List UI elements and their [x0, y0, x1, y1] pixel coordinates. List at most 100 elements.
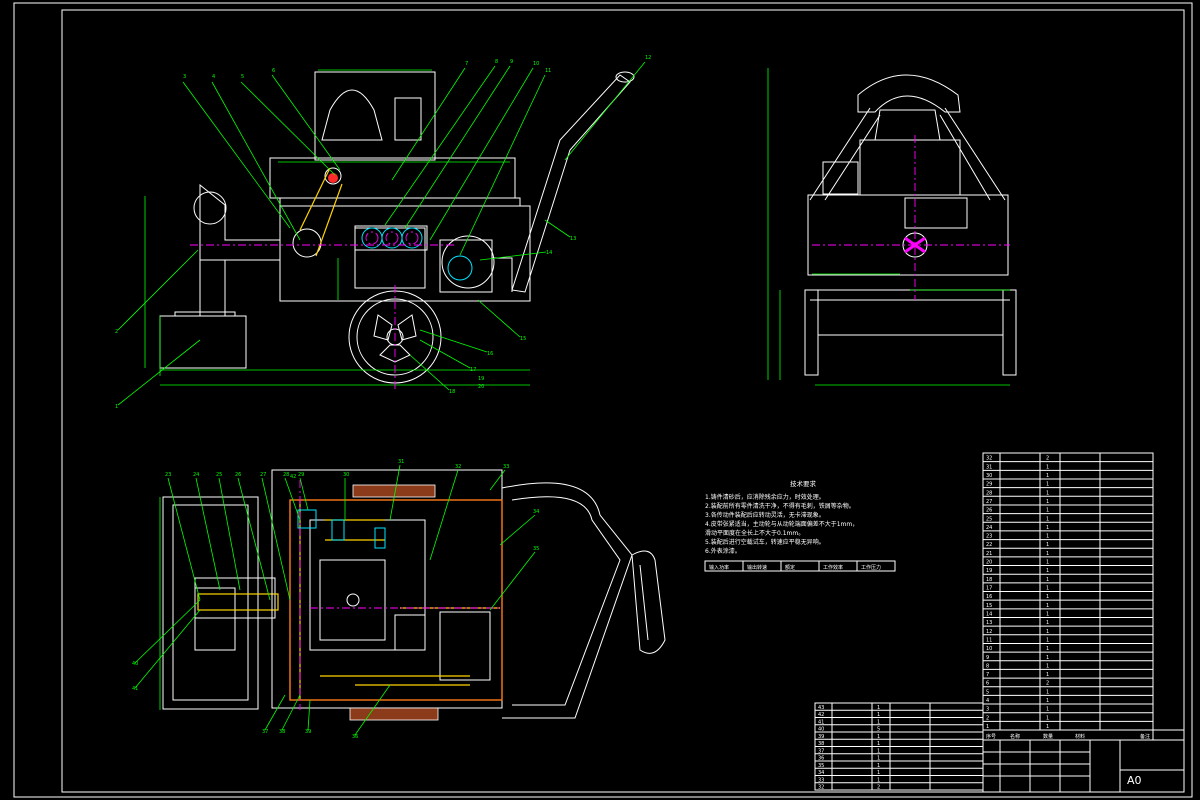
side-balloon-6: 6: [272, 68, 275, 74]
bom-row-no: 4: [986, 698, 989, 704]
side-balloon-13: 13: [570, 236, 576, 242]
bom-row-no: 19: [986, 568, 992, 574]
bom-row-qty: 1: [1046, 629, 1049, 635]
side-balloon-5: 5: [241, 74, 244, 80]
bom-row-no: 30: [986, 473, 992, 479]
top-balloon-33: 33: [503, 464, 509, 470]
bom-row-no: 29: [986, 482, 992, 488]
top-balloon-26: 26: [235, 472, 241, 478]
side-balloon-15: 15: [520, 336, 526, 342]
top-balloon-25: 25: [216, 472, 222, 478]
bom-row-qty: 5: [877, 727, 880, 733]
bom-header-cell: 序号: [986, 733, 996, 740]
top-balloon-39: 39: [305, 729, 311, 735]
bom-row-no: 37: [818, 748, 824, 754]
bom-row-qty: 1: [1046, 490, 1049, 496]
bom-row-qty: 1: [1046, 611, 1049, 617]
bom-row-no: 17: [986, 586, 992, 592]
top-balloon-30: 30: [343, 472, 349, 478]
bom-row-qty: 1: [1046, 620, 1049, 626]
bom-row-qty: 1: [1046, 594, 1049, 600]
bom-row-no: 25: [986, 516, 992, 522]
bom-row-no: 13: [986, 620, 992, 626]
bom-row-no: 40: [818, 727, 824, 733]
bom-row-no: 18: [986, 577, 992, 583]
bom-row-qty: 1: [877, 741, 880, 747]
top-balloon-40: 40: [132, 661, 138, 667]
bom-row-no: 27: [986, 499, 992, 505]
bom-row-qty: 1: [877, 719, 880, 725]
tech-req-title: 技术要求: [790, 479, 817, 488]
side-balloon-1: 1: [115, 404, 118, 410]
side-balloon-7: 7: [465, 61, 468, 67]
bom-row-no: 26: [986, 508, 992, 514]
title-block: A0: [982, 729, 1185, 793]
technical-requirements: 技术要求 1.铸件清砂后，应消除残余应力，时效处理。2.装配前所有零件清洗干净，…: [704, 479, 896, 572]
bom-row-qty: 2: [1046, 681, 1049, 687]
bom-row-qty: 1: [1046, 542, 1049, 548]
bom-row-no: 2: [986, 715, 989, 721]
bom-row-qty: 1: [1046, 663, 1049, 669]
bom-row-qty: 1: [1046, 603, 1049, 609]
bom-row-qty: 2: [877, 785, 880, 791]
bom-row-no: 28: [986, 490, 992, 496]
top-balloon-29: 29: [298, 472, 304, 478]
bom-row-qty: 1: [1046, 508, 1049, 514]
top-balloon-42: 42: [290, 474, 296, 480]
bom-row-qty: 1: [877, 770, 880, 776]
bom-row-no: 11: [986, 637, 992, 643]
bom-row-qty: 1: [1046, 516, 1049, 522]
side-balloon-18: 18: [449, 389, 455, 395]
tech-req-line: 2.装配前所有零件清洗干净，不得有毛刺，铁屑等杂物。: [705, 502, 855, 510]
bom-row-no: 14: [986, 611, 992, 617]
side-balloon-8: 8: [495, 59, 498, 65]
spec-header: 工作压力: [861, 564, 881, 571]
bom-row-no: 1: [986, 724, 989, 730]
bom-row-no: 39: [818, 734, 824, 740]
bom-row-qty: 1: [1046, 586, 1049, 592]
tech-req-line: 3.各传动件装配后应转动灵活，无卡滞现象。: [705, 511, 825, 519]
bom-row-no: 32: [818, 785, 824, 791]
bom-row-qty: 1: [1046, 689, 1049, 695]
bom-row-qty: 1: [877, 777, 880, 783]
spec-header: 额定: [785, 564, 795, 571]
bom-row-no: 42: [818, 712, 824, 718]
side-balloon-14: 14: [546, 250, 552, 256]
bom-row-no: 24: [986, 525, 992, 531]
tech-req-line: 5.装配后进行空载试车，转速应平稳无异响。: [705, 538, 825, 546]
bom-row-qty: 1: [1046, 715, 1049, 721]
bom-row-qty: 1: [1046, 464, 1049, 470]
bom-row-qty: 1: [1046, 698, 1049, 704]
side-balloon-17: 17: [470, 367, 476, 373]
top-balloon-28: 28: [283, 472, 289, 478]
bom-row-no: 10: [986, 646, 992, 652]
bom-header-cell: 数量: [1043, 733, 1053, 740]
spec-header: 输入功率: [709, 564, 729, 571]
bom-row-qty: 1: [1046, 637, 1049, 643]
bom-row-qty: 1: [1046, 568, 1049, 574]
top-balloon-27: 27: [260, 472, 266, 478]
tech-req-line: 1.铸件清砂后，应消除残余应力，时效处理。: [705, 493, 825, 501]
bom-row-no: 20: [986, 560, 992, 566]
tech-req-line: 6.外表涂漆。: [705, 547, 741, 555]
sheet-size-label: A0: [1127, 774, 1142, 787]
side-balloon-2: 2: [115, 329, 118, 335]
bom-row-no: 22: [986, 542, 992, 548]
side-balloon-9: 9: [510, 59, 513, 65]
bom-row-qty: 1: [1046, 707, 1049, 713]
top-balloon-34: 34: [533, 509, 539, 515]
bom-row-no: 41: [818, 719, 824, 725]
side-balloon-11: 11: [545, 68, 551, 74]
bom-row-qty: 1: [1046, 525, 1049, 531]
side-balloon-16: 16: [487, 351, 493, 357]
bom-row-no: 7: [986, 672, 989, 678]
top-balloon-37: 37: [262, 729, 268, 735]
bom-row-no: 12: [986, 629, 992, 635]
bom-row-no: 38: [818, 741, 824, 747]
bom-row-qty: 1: [1046, 473, 1049, 479]
bom-row-qty: 1: [1046, 646, 1049, 652]
top-balloon-31: 31: [398, 459, 404, 465]
bom-row-qty: 1: [877, 712, 880, 718]
bom-row-no: 8: [986, 663, 989, 669]
